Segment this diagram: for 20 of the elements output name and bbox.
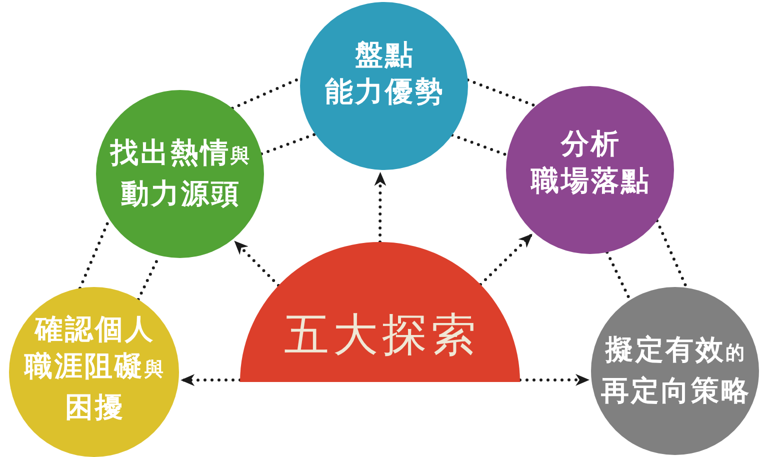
- dotted-arrow: [180, 374, 242, 386]
- dotted-line: [450, 134, 509, 157]
- dotted-arrow: [233, 240, 280, 287]
- topic-label: 找出熱情與動力源頭: [108, 135, 252, 212]
- topic-circle: [506, 86, 674, 254]
- hub-semicircle: [240, 242, 520, 382]
- hub-label: 五大探索: [283, 309, 480, 361]
- topic-label: 確認個人職涯阻礙與困擾: [23, 312, 166, 426]
- topic-circle: [591, 287, 759, 455]
- topic-circle: [300, 2, 468, 170]
- topic-label: 擬定有效的再定向策略: [600, 332, 751, 409]
- dotted-arrow: [479, 233, 534, 286]
- topic-circle: [9, 287, 179, 457]
- dotted-line: [260, 132, 317, 156]
- topic-label: 分析職場落點: [530, 126, 651, 199]
- topic-label: 盤點能力優勢: [324, 37, 445, 110]
- topic-circle: [96, 90, 264, 258]
- dotted-arrow: [518, 374, 590, 386]
- dotted-line: [466, 78, 538, 108]
- dotted-arrow: [374, 171, 386, 244]
